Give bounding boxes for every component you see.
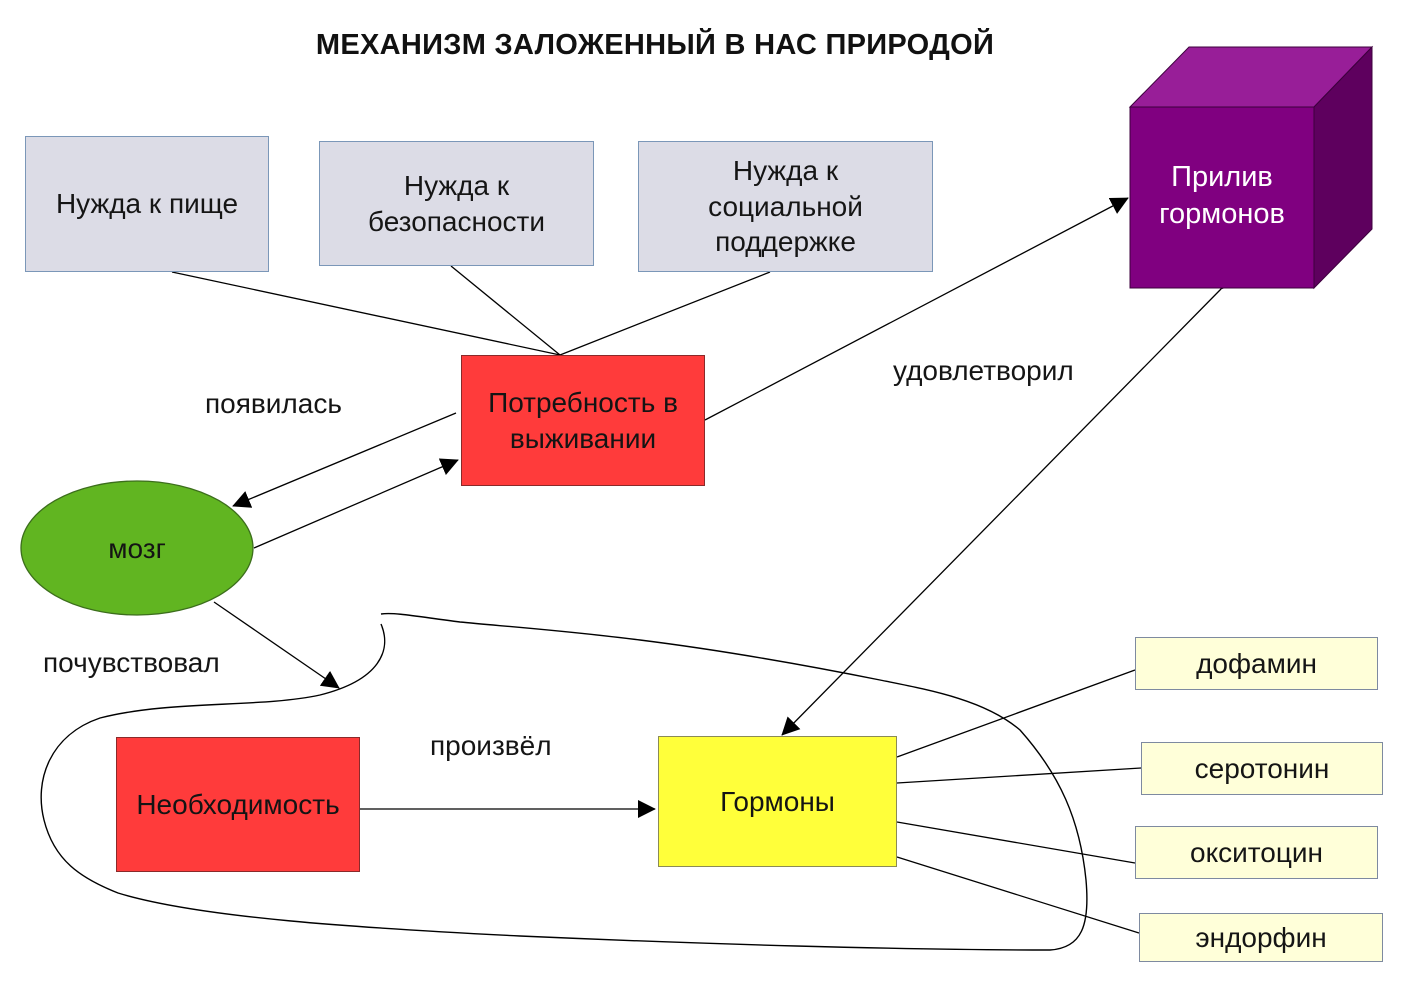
hormone-serotonin: серотонин (1141, 742, 1383, 795)
survival-need-line-2: выживании (509, 422, 657, 454)
hormone-surge-label: Прилив гормонов (1130, 107, 1314, 288)
connector-social-need (559, 271, 771, 356)
survival-need-line-1: Потребность в (488, 386, 678, 418)
need-social-box: Нужда к социальной поддержке (638, 141, 933, 272)
diagram-title: МЕХАНИЗМ ЗАЛОЖЕННЫЙ В НАС ПРИРОДОЙ (315, 29, 995, 61)
need-food-box: Нужда к пище (25, 136, 269, 272)
edge-label-produced: произвёл (430, 730, 552, 761)
hormone-surge-cube (1128, 45, 1374, 290)
edge-label-appeared: появилась (205, 388, 342, 419)
need-social-line-2: социальной (708, 190, 863, 222)
need-food-line-1: Нужда к пище (55, 188, 239, 220)
connector-dopamine (896, 669, 1136, 758)
hormone-surge-line-2: гормонов (1159, 198, 1285, 231)
connector-endorphin (896, 856, 1140, 934)
freehand-loop (40, 612, 1088, 951)
edge-label-felt: почувствовал (43, 647, 220, 678)
brain-label: мозг (108, 533, 166, 565)
need-safety-line-2: безопасности (367, 205, 545, 237)
need-safety-box: Нужда к безопасности (319, 141, 594, 266)
connector-serotonin (896, 767, 1142, 784)
hormone-oxytocin: окситоцин (1135, 826, 1378, 879)
arrow-brain-felt (213, 601, 340, 689)
hormones-box: Гормоны (658, 736, 897, 867)
need-social-line-3: поддержке (715, 226, 856, 258)
hormone-surge-line-1: Прилив (1171, 161, 1273, 193)
arrow-brain-to-survival (253, 458, 459, 549)
connector-safety-need (450, 265, 561, 356)
hormone-dopamine: дофамин (1135, 637, 1378, 690)
survival-need-box: Потребность в выживании (461, 355, 705, 486)
edge-label-satisfied: удовлетворил (893, 355, 1074, 386)
connector-food-need (171, 271, 561, 356)
cube-front-face (1129, 106, 1315, 289)
arrow-survival-to-brain (232, 412, 457, 508)
arrow-surge-hormones (781, 270, 1240, 736)
hormone-endorphin: эндорфин (1139, 913, 1383, 962)
brain-node (20, 480, 254, 616)
connector-oxytocin (896, 821, 1136, 864)
necessity-box: Необходимость (116, 737, 360, 872)
need-social-line-1: Нужда к (732, 154, 839, 186)
need-safety-line-1: Нужда к (403, 169, 510, 201)
